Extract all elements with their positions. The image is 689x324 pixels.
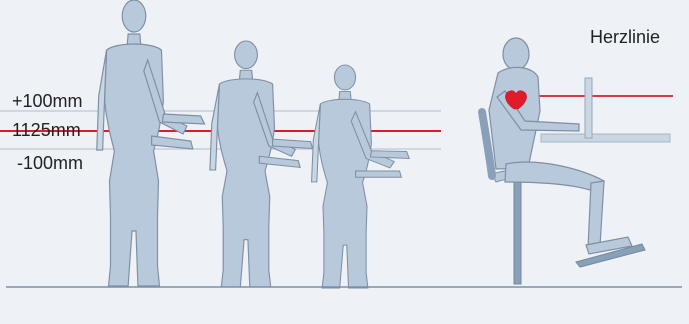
figure-medium [210, 41, 313, 287]
height-reference-label: 1125mm [12, 121, 81, 139]
seated-person [489, 38, 632, 254]
stool-post [514, 174, 521, 284]
seated-workstation [482, 38, 670, 284]
column [585, 78, 592, 138]
figure-tall [97, 0, 205, 286]
heart-line-label: Herzlinie [590, 28, 660, 46]
height-plus-label: +100mm [12, 92, 83, 110]
height-minus-label: -100mm [17, 154, 83, 172]
workbench [541, 134, 670, 142]
figure-short [312, 65, 410, 288]
standing-figures [97, 0, 409, 288]
